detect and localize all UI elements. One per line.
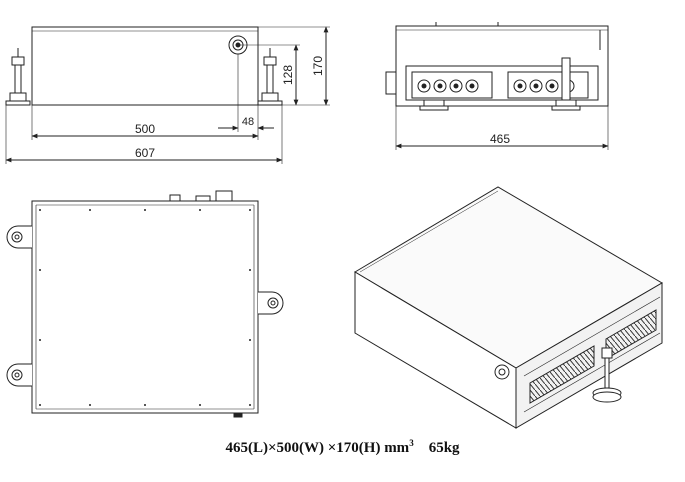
top-view-body [31, 200, 259, 414]
iso-connector-icon [494, 364, 510, 380]
caption-weight: 65kg [428, 440, 460, 456]
left-foot [5, 48, 31, 106]
dim-label-607: 607 [135, 146, 155, 160]
right-foot [257, 48, 283, 106]
caption-dimensions: 465(L)×500(W) ×170(H) mm [225, 440, 410, 456]
top-view [6, 190, 284, 418]
dim-label-170: 170 [311, 56, 325, 76]
mounting-ear-icon [6, 225, 284, 387]
dim-label-500: 500 [135, 122, 155, 136]
side-view [385, 22, 609, 150]
dim-label-128: 128 [281, 65, 295, 85]
dim-label-48: 48 [242, 116, 254, 128]
caption-unit-superscript: 3 [409, 438, 414, 448]
isometric-view [354, 186, 663, 429]
dim-label-465: 465 [490, 132, 510, 146]
front-view [5, 26, 330, 164]
iso-foot [592, 347, 622, 403]
spec-caption: 465(L)×500(W) ×170(H) mm3 65kg [0, 438, 685, 457]
front-view-body [31, 26, 259, 106]
